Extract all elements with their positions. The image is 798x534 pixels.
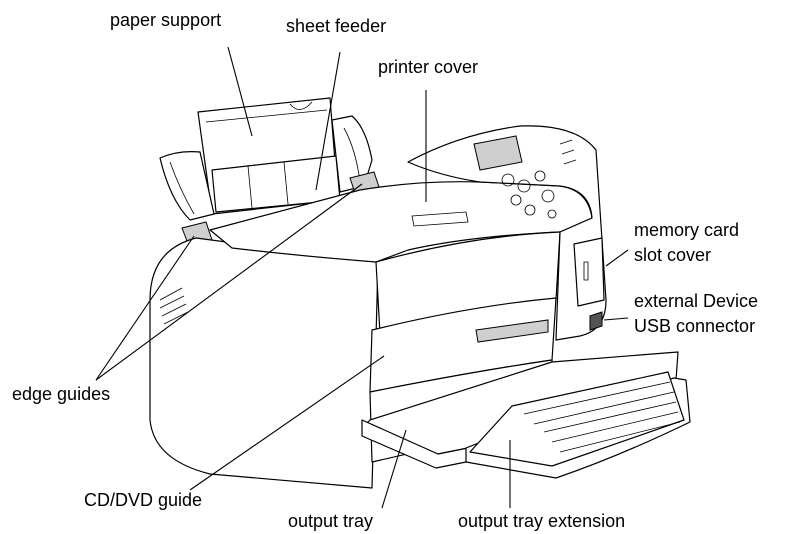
leader-paper-support [227,46,253,137]
label-memory-card-line2: slot cover [634,245,712,265]
leader-sheet-feeder [315,51,341,191]
label-output-tray: output tray [288,511,374,531]
label-cd-dvd-guide: CD/DVD guide [84,490,203,510]
leader-memory-card-slot-cover [605,249,629,267]
leader-lines [95,46,629,509]
label-printer-cover: printer cover [378,57,479,77]
output-tray-extension-illustration [465,371,691,479]
control-panel-tower [407,125,607,341]
label-edge-guides: edge guides [12,384,111,404]
label-output-tray-extension: output tray extension [458,511,626,531]
label-sheet-feeder: sheet feeder [286,16,387,36]
label-external-device-line2: USB connector [634,316,756,336]
label-memory-card-line1: memory card [634,220,740,240]
label-paper-support: paper support [110,10,222,30]
leader-output-tray [381,429,407,509]
paper-support-panel [197,97,341,215]
label-external-device-line1: external Device [634,291,759,311]
leader-edge-guide-right [95,183,363,381]
sheet-feeder [159,115,373,221]
leader-cd-dvd-guide [189,355,385,491]
leader-usb-connector [603,317,629,321]
leader-edge-guide-left [95,235,195,381]
